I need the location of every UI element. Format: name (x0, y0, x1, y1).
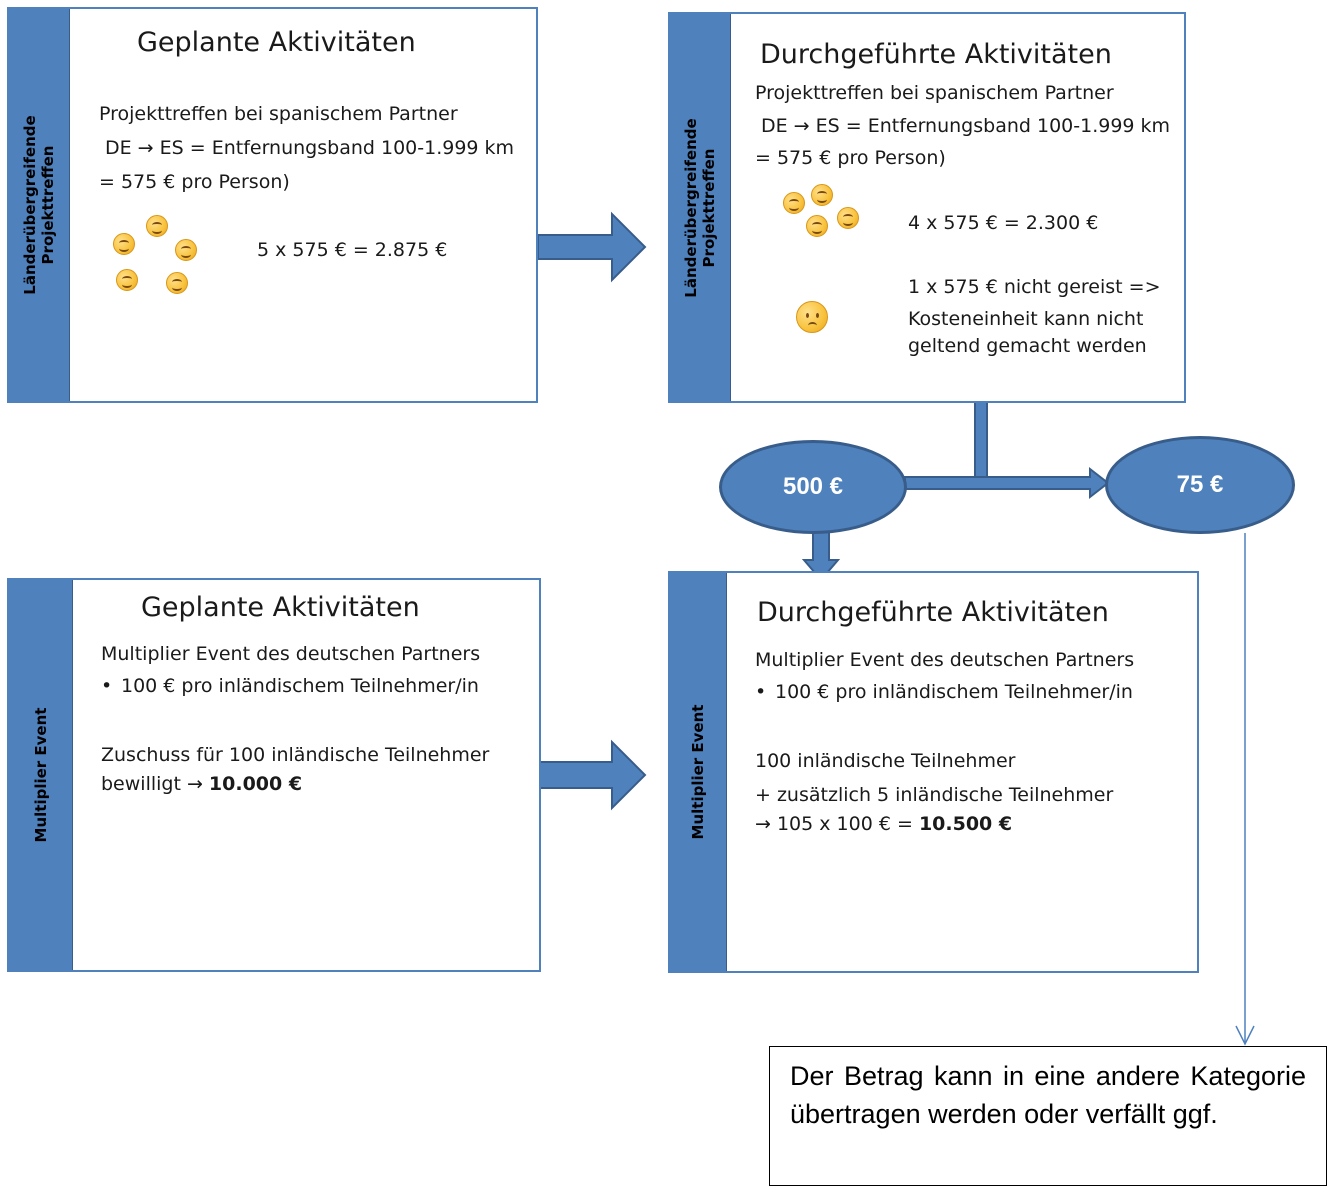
smiley-icon (811, 184, 833, 206)
result-prefix: → 105 x 100 € = (755, 813, 913, 835)
multiplier-line-4: bewilligt → 10.000 € (101, 773, 302, 795)
box-title: Durchgeführte Aktivitäten (760, 39, 1112, 70)
smiley-icon (783, 192, 805, 214)
side-bar: Länderübergreifende Projekttreffen (670, 14, 731, 401)
approved-prefix: bewilligt → (101, 773, 203, 795)
not-travelled-line-1: 1 x 575 € nicht gereist => (908, 276, 1161, 298)
side-label: Multiplier Event (31, 707, 50, 843)
not-travelled-line-2: Kosteneinheit kann nicht (908, 308, 1144, 330)
multiplier-bullet: 100 € pro inländischem Teilnehmer/in (121, 675, 479, 697)
amount-ellipse-500: 500 € (719, 440, 907, 534)
side-bar: Multiplier Event (9, 580, 73, 970)
block-arrow-top (537, 211, 647, 283)
meeting-line-2: DE → ES = Entfernungsband 100-1.999 km (761, 115, 1171, 137)
note-connector-arrowhead (1235, 1025, 1255, 1046)
smiley-icon (116, 269, 138, 291)
amount-ellipse-75: 75 € (1105, 436, 1295, 534)
box-title: Geplante Aktivitäten (137, 27, 416, 58)
block-arrow-bottom (537, 739, 647, 811)
executed-meeting-box: Länderübergreifende Projekttreffen Durch… (668, 12, 1186, 403)
side-bar: Multiplier Event (670, 573, 727, 971)
smiley-icon (146, 215, 168, 237)
vertical-connector (974, 400, 988, 482)
planned-meeting-box: Länderübergreifende Projekttreffen Gepla… (7, 7, 538, 403)
side-label: Länderübergreifende Projekttreffen (682, 117, 718, 298)
multiplier-line-1: Multiplier Event des deutschen Partners (755, 649, 1135, 671)
smiley-icon (166, 272, 188, 294)
smiley-icon (837, 207, 859, 229)
result-amount: 10.500 € (918, 813, 1013, 835)
note-box: Der Betrag kann in eine andere Kategorie… (769, 1046, 1327, 1186)
meeting-line-3: = 575 € pro Person) (99, 171, 290, 193)
smiley-icon (113, 233, 135, 255)
side-label: Länderübergreifende Projekttreffen (21, 115, 57, 295)
meeting-line-2: DE → ES = Entfernungsband 100-1.999 km (105, 137, 515, 159)
bullet-marker: • (755, 681, 767, 703)
side-label: Multiplier Event (689, 704, 707, 840)
multiplier-bullet: 100 € pro inländischem Teilnehmer/in (775, 681, 1133, 703)
planned-multiplier-box: Multiplier Event Geplante Aktivitäten Mu… (7, 578, 541, 972)
multiplier-line-3: 100 inländische Teilnehmer (755, 750, 1016, 772)
box-title: Geplante Aktivitäten (141, 592, 420, 623)
not-travelled-line-3: geltend gemacht werden (908, 335, 1147, 357)
box-title: Durchgeführte Aktivitäten (757, 597, 1109, 628)
approved-amount: 10.000 € (208, 773, 303, 795)
executed-cost-calc: 4 x 575 € = 2.300 € (908, 212, 1099, 234)
horizontal-connector-arrow (904, 466, 1110, 500)
meeting-line-1: Projekttreffen bei spanischem Partner (99, 103, 458, 125)
bullet-marker: • (101, 675, 113, 697)
down-arrow (801, 529, 841, 582)
meeting-line-1: Projekttreffen bei spanischem Partner (755, 82, 1114, 104)
meeting-line-3: = 575 € pro Person) (755, 147, 946, 169)
planned-cost-calc: 5 x 575 € = 2.875 € (257, 239, 448, 261)
smiley-icon (806, 215, 828, 237)
executed-multiplier-box: Multiplier Event Durchgeführte Aktivität… (668, 571, 1199, 973)
multiplier-line-5: → 105 x 100 € = 10.500 € (755, 813, 1012, 835)
multiplier-line-1: Multiplier Event des deutschen Partners (101, 643, 481, 665)
smiley-icon (175, 239, 197, 261)
multiplier-line-3: Zuschuss für 100 inländische Teilnehmer (101, 744, 490, 766)
sad-face-icon (796, 301, 828, 333)
side-bar: Länderübergreifende Projekttreffen (9, 9, 70, 401)
multiplier-line-4: + zusätzlich 5 inländische Teilnehmer (755, 784, 1114, 806)
